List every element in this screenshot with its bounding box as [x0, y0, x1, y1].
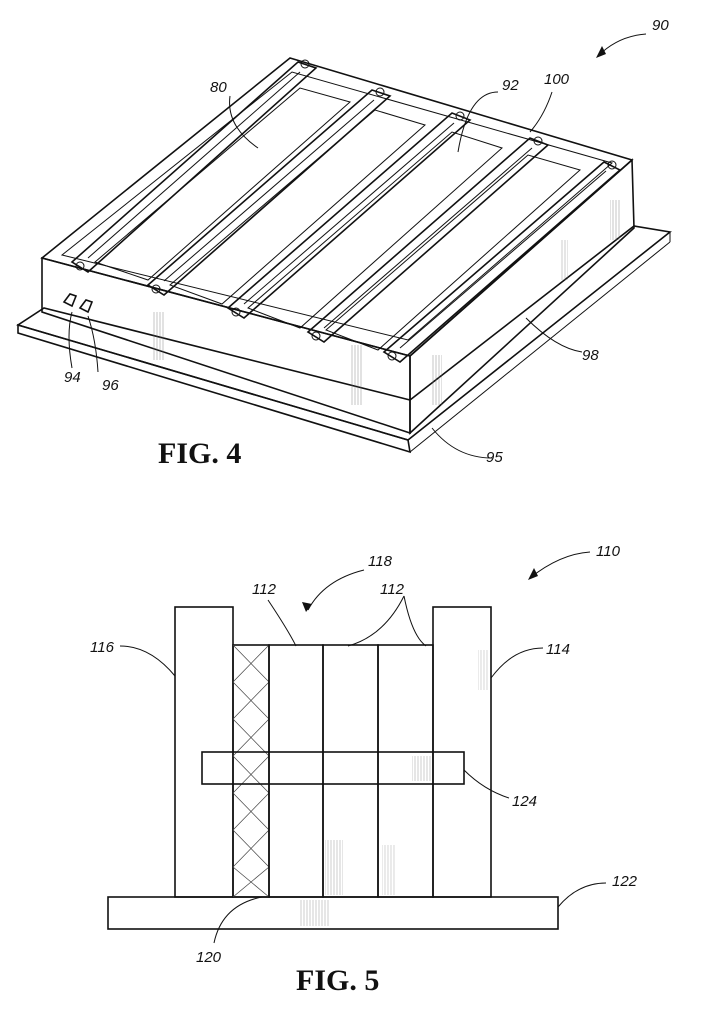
- battery-cell-112: [268, 644, 324, 898]
- battery-cell-rows: [94, 87, 582, 351]
- label-80: 80: [210, 79, 227, 96]
- fig5-cell-stack-drawing: 110 118 112 112 116 114 124 122 120 FIG.…: [90, 543, 638, 997]
- label-92: 92: [502, 77, 519, 94]
- label-90: 90: [652, 17, 669, 34]
- bus-bars: [70, 59, 622, 363]
- label-116: 116: [90, 639, 115, 656]
- cell-row: [94, 87, 352, 281]
- label-95: 95: [486, 449, 503, 466]
- label-118: 118: [368, 553, 393, 570]
- cell-row: [325, 154, 582, 351]
- label-94: 94: [64, 369, 81, 386]
- cell-row: [247, 131, 503, 329]
- label-98: 98: [582, 347, 599, 364]
- label-96: 96: [102, 377, 119, 394]
- terminals: [62, 293, 94, 314]
- base-plate-122: [107, 896, 559, 930]
- label-110: 110: [596, 543, 621, 560]
- fig4-battery-pack-drawing: 90 80 92 100 94 96 98 95 FIG. 4: [16, 17, 672, 470]
- base-plate: [16, 225, 672, 441]
- label-112-right: 112: [380, 581, 405, 598]
- battery-cell-112: [377, 644, 434, 898]
- label-112-left: 112: [252, 581, 277, 598]
- fig4-caption: FIG. 4: [158, 437, 241, 470]
- label-100: 100: [544, 71, 570, 88]
- tie-bar-124: [201, 751, 465, 785]
- label-114: 114: [546, 641, 570, 658]
- compression-pad-120: [232, 644, 270, 898]
- housing-side-face: [409, 158, 635, 435]
- fig5-caption: FIG. 5: [296, 964, 379, 997]
- label-124: 124: [512, 793, 537, 810]
- label-120: 120: [196, 949, 222, 966]
- label-122: 122: [612, 873, 638, 890]
